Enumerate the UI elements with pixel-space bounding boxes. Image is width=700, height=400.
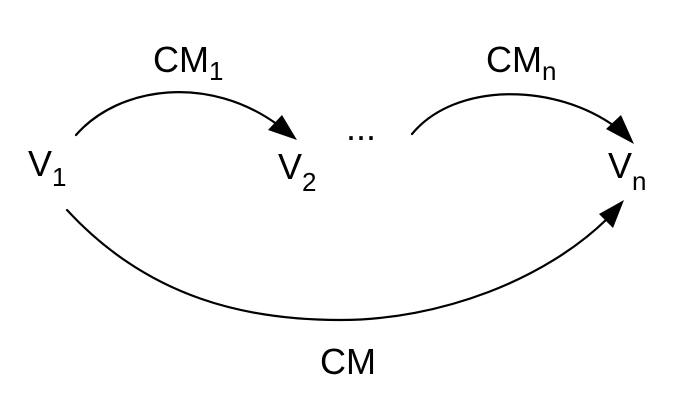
node-v1: V1 [28,143,66,192]
node-v2: V2 [278,146,316,197]
arrow-v1-v2-head [268,115,297,140]
node-vn: Vn [608,145,646,196]
node-v2-subscript: 2 [302,167,316,197]
node-v2-base: V [278,146,302,187]
arrow-v1-v2 [74,91,280,137]
node-vn-subscript: n [632,166,646,196]
edge-label-cmn-subscript: n [542,56,556,86]
arrow-v1-vn [65,208,610,322]
node-vn-base: V [608,145,632,186]
arrow-ellipsis-vn [410,93,619,136]
arrow-ellipsis-vn-head [606,115,634,144]
arrow-v1-vn-head [599,200,624,228]
edge-label-cm: CM [320,341,376,382]
node-v1-subscript: 1 [52,162,66,192]
edge-label-cm1-base: CM [153,39,209,80]
edge-label-cm1-subscript: 1 [209,56,223,86]
edge-label-cm1: CM1 [153,39,223,86]
edge-label-cmn: CMn [486,39,556,86]
ellipsis: ... [346,107,376,148]
edge-label-cmn-base: CM [486,39,542,80]
node-v1-base: V [28,143,52,184]
